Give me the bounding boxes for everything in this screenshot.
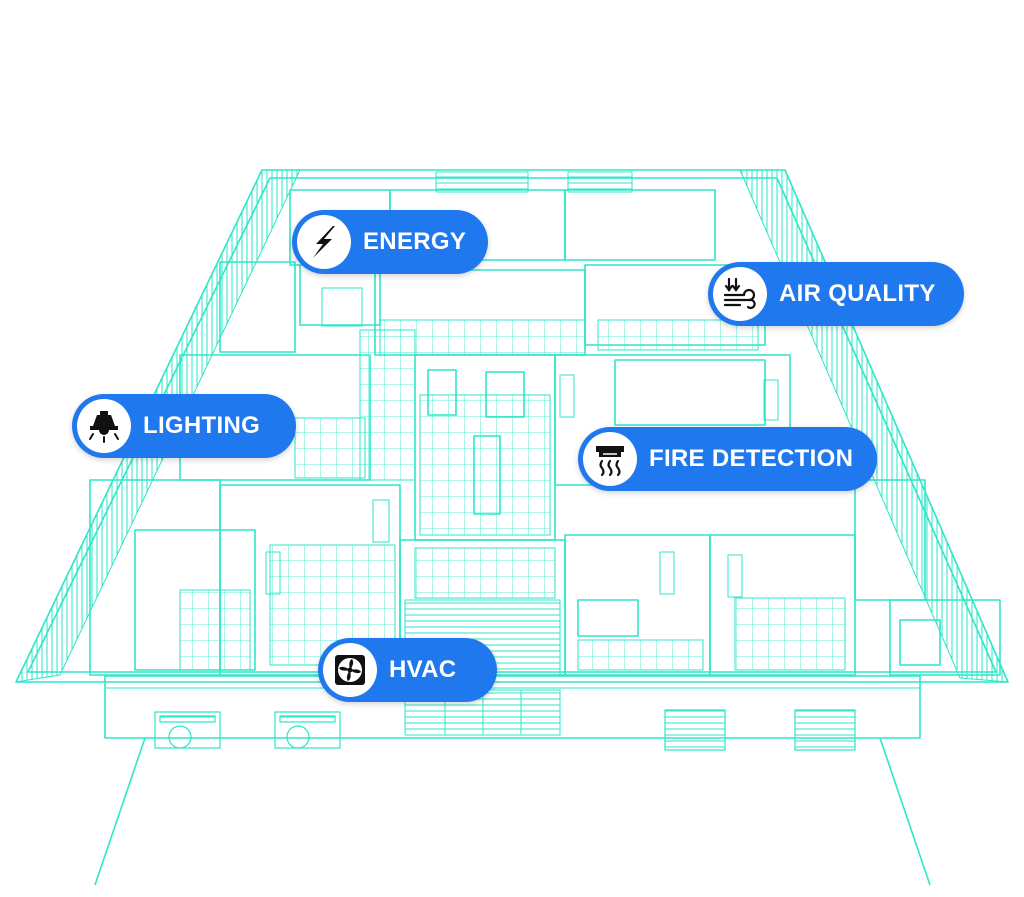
fire-detection-label-text: FIRE DETECTION [649,445,854,472]
hvac-label-text: HVAC [389,656,457,683]
ac-unit-1 [154,711,221,749]
air-quality-label[interactable]: AIR QUALITY [708,262,964,326]
lighting-label-text: LIGHTING [143,412,261,439]
ceiling-lamp-icon [77,399,131,453]
lighting-label[interactable]: LIGHTING [72,394,296,458]
lightning-bolt-icon [297,215,351,269]
energy-label[interactable]: ENERGY [292,210,488,274]
energy-label-text: ENERGY [363,228,467,255]
ac-unit-2 [274,711,341,749]
exhaust-fan-icon [323,643,377,697]
front-facade [104,675,921,739]
ac-unit-3 [664,709,726,751]
air-quality-label-text: AIR QUALITY [779,280,936,307]
air-flow-icon [713,267,767,321]
fire-detection-label[interactable]: FIRE DETECTION [578,427,877,491]
ac-unit-4 [794,709,856,751]
smoke-detector-icon [583,432,637,486]
hvac-label[interactable]: HVAC [318,638,497,702]
